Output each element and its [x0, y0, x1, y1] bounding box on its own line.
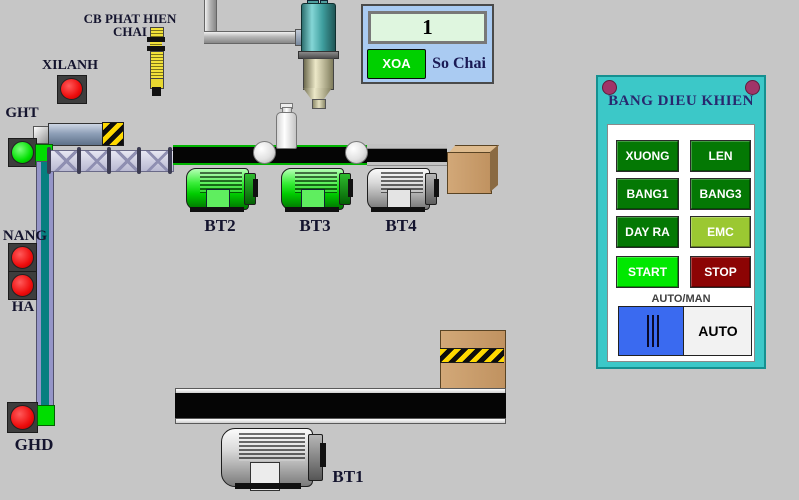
bt4-label: BT4 [385, 216, 417, 235]
sensor-ring-icon [147, 46, 165, 51]
motor-base [235, 483, 301, 489]
control-panel: BANG DIEU KHIEN XUONG LEN BANG1 BANG3 DA… [596, 75, 766, 369]
roller-conveyor [50, 150, 174, 172]
ghd-lamp [7, 402, 38, 433]
len-button[interactable]: LEN [690, 140, 751, 172]
emc-button[interactable]: EMC [690, 216, 751, 248]
motor-bt3 [281, 168, 353, 216]
red-lamp-icon [10, 405, 35, 430]
bt1-label: BT1 [332, 467, 364, 486]
sensor-ring-icon [147, 37, 165, 42]
carton-hazard-band [440, 348, 504, 363]
carton-front-face [447, 152, 492, 194]
ghd-label: GHD [14, 435, 54, 454]
ha-lamp [8, 271, 37, 300]
sensor-body-icon [150, 51, 164, 80]
red-lamp-icon [11, 246, 34, 269]
roller-segment [81, 151, 112, 171]
motor-bt1 [221, 428, 327, 491]
green-lamp-icon [11, 141, 34, 164]
control-panel-body: XUONG LEN BANG1 BANG3 DAY RA EMC START S… [607, 124, 755, 362]
motor-base [285, 207, 339, 212]
auto-man-switch[interactable]: AUTO [618, 306, 752, 356]
motor-shaft [348, 179, 353, 197]
automan-label: AUTO/MAN [651, 293, 711, 305]
roller-segment [112, 151, 143, 171]
upper-belt [173, 147, 447, 163]
sensor-label: CB PHAT HIEN CHAI [83, 11, 177, 39]
bottle-counter-panel: 1 XOA So Chai [361, 4, 494, 84]
nang-lamp [8, 243, 37, 272]
switch-grip-line [652, 315, 654, 347]
bottle-count-display: 1 [368, 11, 487, 44]
switch-handle[interactable] [619, 307, 684, 355]
bt3-label: BT3 [299, 216, 331, 235]
roller-segment [142, 151, 173, 171]
motor-fins [381, 172, 423, 193]
screw-icon [745, 80, 760, 95]
filler-cone [303, 88, 332, 100]
motor-fins [295, 172, 337, 193]
switch-grip-line [647, 315, 649, 347]
motor-fins [200, 172, 242, 193]
conveyor-pin [107, 147, 111, 174]
filler-hopper [303, 58, 334, 90]
nang-label: NANG [2, 228, 48, 244]
elevator-column [36, 161, 54, 407]
belt-edge-gray [367, 144, 447, 149]
bang3-button[interactable]: BANG3 [690, 178, 751, 210]
belt-edge-gray [367, 162, 447, 166]
motor-fins [239, 433, 305, 461]
roller-segment [51, 151, 82, 171]
sensor-gap [150, 42, 162, 46]
motor-base [190, 207, 244, 212]
start-button[interactable]: START [616, 256, 679, 288]
carton-side-face [490, 145, 498, 192]
screw-icon [602, 80, 617, 95]
red-lamp-icon [60, 78, 83, 100]
motor-shaft [253, 179, 258, 197]
red-lamp-icon [11, 274, 34, 297]
motor-shaft [434, 179, 439, 197]
conveyor-pin [168, 147, 172, 174]
bottle-puck [253, 141, 276, 164]
switch-mode-label: AUTO [698, 323, 738, 339]
cylinder-hazard-end [102, 122, 124, 146]
ha-label: HA [11, 299, 35, 315]
conveyor-pin [137, 147, 141, 174]
motor-bt4 [367, 168, 439, 216]
bang1-button[interactable]: BANG1 [616, 178, 679, 210]
filler-tank [301, 3, 336, 54]
bottle-puck [345, 141, 368, 164]
motor-base [371, 207, 425, 212]
control-panel-title: BANG DIEU KHIEN [608, 93, 754, 109]
motor-bt2 [186, 168, 258, 216]
stop-button[interactable]: STOP [690, 256, 751, 288]
dayra-button[interactable]: DAY RA [616, 216, 679, 248]
bt2-label: BT2 [204, 216, 236, 235]
bottle-count-caption: So Chai [432, 55, 486, 72]
elevator-carriage-bottom [37, 405, 55, 426]
ght-label: GHT [5, 105, 39, 121]
cylinder-body [48, 123, 104, 146]
motor-shaft [320, 443, 326, 467]
clear-count-button[interactable]: XOA [367, 49, 426, 79]
bottle-body [276, 112, 297, 149]
filler-nozzle-icon [312, 99, 326, 109]
pipe-horizontal [204, 31, 297, 44]
xilanh-lamp [57, 75, 87, 104]
ght-lamp [8, 138, 37, 167]
xilanh-label: XILANH [42, 58, 99, 73]
lower-belt-rail [175, 418, 506, 424]
belt-edge [173, 163, 367, 165]
lower-belt [175, 393, 506, 418]
xuong-button[interactable]: XUONG [616, 140, 679, 172]
conveyor-pin [47, 147, 51, 174]
conveyor-pin [77, 147, 81, 174]
switch-grip-line [657, 315, 659, 347]
sensor-nose [152, 87, 161, 96]
